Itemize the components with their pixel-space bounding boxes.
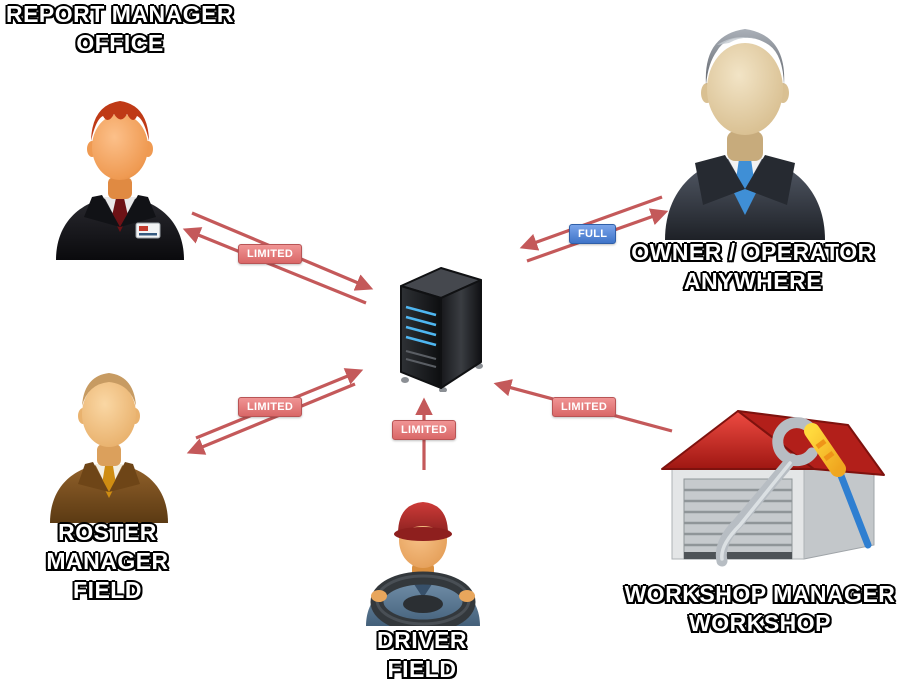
workshop-manager-access-badge: LIMITED xyxy=(552,397,617,417)
driver-icon xyxy=(366,502,480,626)
driver-label-line1: DRIVER xyxy=(376,626,467,653)
roster-manager-label-line2: FIELD xyxy=(72,576,142,603)
workshop-icon xyxy=(661,410,885,567)
wrench-icon xyxy=(715,417,818,567)
driver-label: DRIVER FIELD xyxy=(322,626,522,684)
arrow-owner-to-server xyxy=(519,195,663,251)
owner-operator-access-badge: FULL xyxy=(569,224,617,244)
roster-manager-access-badge: LIMITED xyxy=(238,397,303,417)
screwdriver-icon xyxy=(804,423,872,549)
roster-manager-label-line1: ROSTER MANAGER xyxy=(46,518,169,574)
report-manager-label: REPORT MANAGER OFFICE xyxy=(0,0,240,58)
workshop-manager-label: WORKSHOP MANAGER WORKSHOP xyxy=(620,580,900,638)
roster-manager-icon xyxy=(50,373,168,523)
arrow-server-to-report-manager xyxy=(182,227,367,305)
owner-operator-icon xyxy=(665,29,825,240)
server-icon xyxy=(400,267,483,392)
report-manager-label-line2: OFFICE xyxy=(76,29,164,56)
roster-manager-label: ROSTER MANAGER FIELD xyxy=(0,518,215,605)
arrow-server-to-roster-manager xyxy=(186,382,356,455)
report-manager-icon xyxy=(56,101,184,260)
report-manager-access-badge: LIMITED xyxy=(238,244,303,264)
report-manager-label-line1: REPORT MANAGER xyxy=(5,0,235,27)
driver-label-line2: FIELD xyxy=(387,655,457,682)
owner-operator-label-line2: ANYWHERE xyxy=(683,267,823,294)
workshop-manager-label-line2: WORKSHOP xyxy=(688,609,831,636)
owner-operator-label-line1: OWNER / OPERATOR xyxy=(630,238,875,265)
owner-operator-label: OWNER / OPERATOR ANYWHERE xyxy=(613,238,893,296)
workshop-manager-label-line1: WORKSHOP MANAGER xyxy=(624,580,896,607)
driver-access-badge: LIMITED xyxy=(392,420,457,440)
